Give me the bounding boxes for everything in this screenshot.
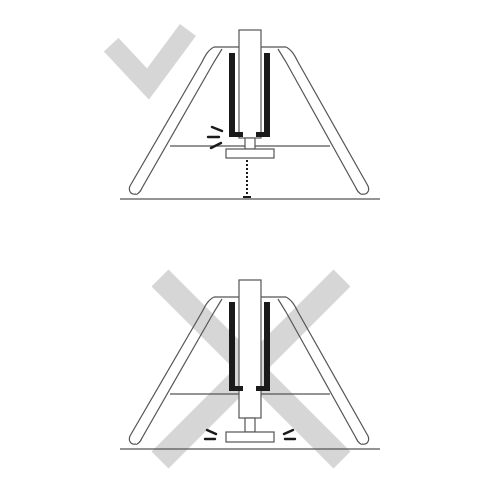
pole <box>238 29 262 139</box>
correct-placement-diagram <box>103 24 380 200</box>
sleeve <box>229 53 270 137</box>
adjustable-foot <box>225 137 275 159</box>
incorrect-placement-diagram <box>120 269 380 469</box>
contact-marks <box>206 125 224 150</box>
incorrect-placement-panel <box>0 250 500 500</box>
correct-placement-panel <box>103 24 380 200</box>
sleeve <box>229 302 270 391</box>
checkmark-icon <box>103 24 196 100</box>
adjustable-foot <box>225 417 275 443</box>
screw-travel-line <box>243 160 251 198</box>
pole <box>238 279 262 419</box>
contact-marks <box>203 428 297 441</box>
